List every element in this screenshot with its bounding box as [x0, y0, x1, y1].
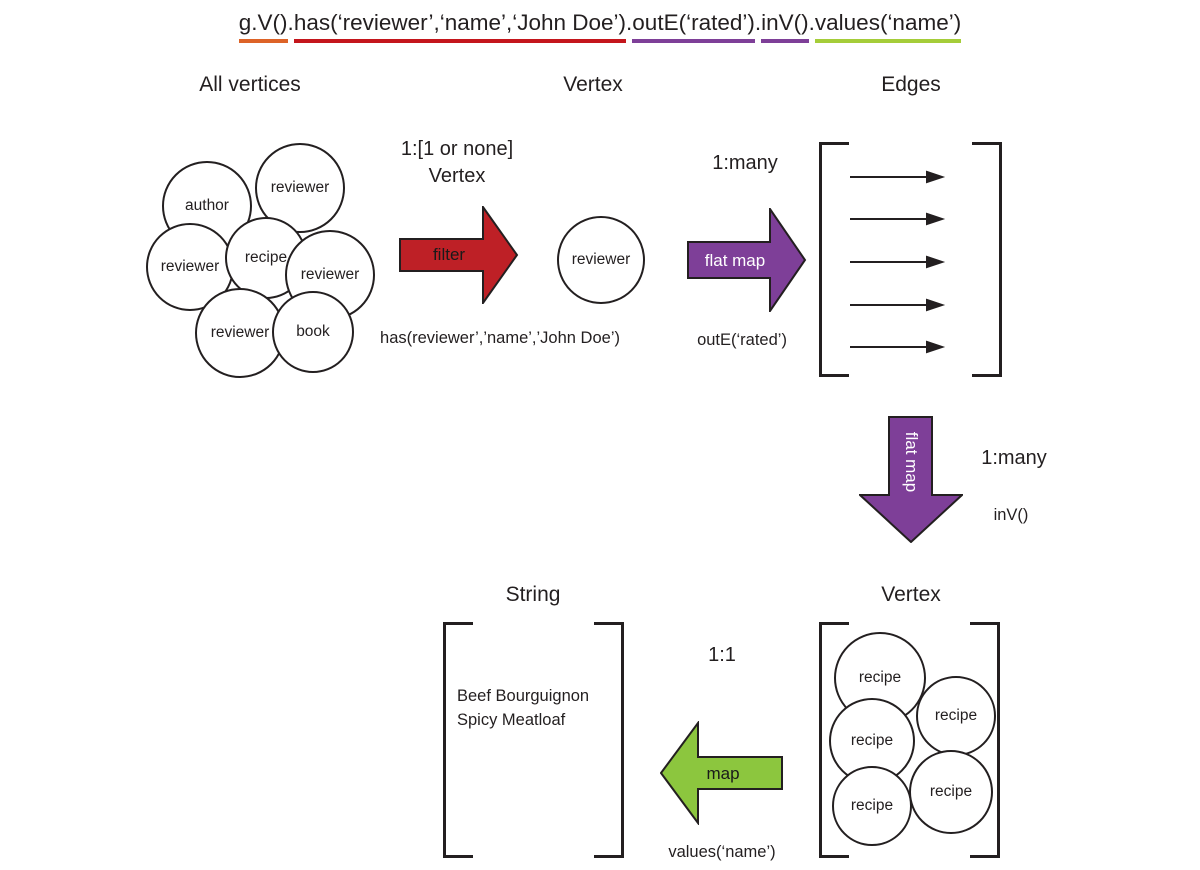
query-segment-dot: .	[626, 10, 633, 35]
filter-arrow	[399, 206, 519, 304]
has-step-code: has(reviewer’,’name’,’John Doe’)	[380, 329, 620, 347]
edges-heading: Edges	[881, 73, 941, 96]
string-heading: String	[505, 583, 561, 606]
edge-arrow-icon	[926, 298, 946, 312]
vertex-bracket-left	[819, 622, 849, 858]
oute-step-code: outE(‘rated’)	[697, 331, 787, 349]
vertex-node-reviewer-1: reviewer	[255, 143, 345, 233]
flatmap-arrow-inv	[859, 416, 963, 543]
query-segment-dot: .	[808, 10, 815, 35]
edges-bracket-left	[819, 142, 849, 377]
query-segment-oute: outE(‘rated’)	[632, 10, 755, 43]
edge-arrow-icon	[926, 170, 946, 184]
query-title: g.V().has(‘reviewer’,‘name’,‘John Doe’).…	[0, 10, 1200, 43]
oute-cardinality: 1:many	[712, 152, 778, 174]
edge-arrow-icon	[926, 212, 946, 226]
vertex-heading-bottom: Vertex	[881, 583, 941, 606]
query-segment-values: values(‘name’)	[814, 10, 962, 43]
filter-cardinality: 1:[1 or none]	[400, 138, 514, 160]
all-vertices-heading: All vertices	[199, 73, 301, 96]
string-result-line: Spicy Meatloaf	[457, 711, 566, 729]
values-step-code: values(‘name’)	[668, 843, 776, 861]
string-bracket-right	[594, 622, 624, 858]
string-bracket-left	[443, 622, 473, 858]
filter-arrow-label: filter	[432, 245, 466, 264]
query-segment-dot: .	[287, 10, 294, 35]
edge-arrow-icon	[926, 340, 946, 354]
inv-cardinality: 1:many	[981, 447, 1047, 469]
edges-bracket-right	[972, 142, 1002, 377]
flatmap-arrow-oute	[687, 208, 807, 312]
edge-arrows	[850, 170, 946, 354]
vertex-node-reviewer-single: reviewer	[557, 216, 645, 304]
vertex-node-recipe-right: recipe	[916, 676, 996, 756]
flatmap-oute-label: flat map	[704, 251, 766, 270]
map-arrow-label: map	[706, 764, 740, 783]
string-result-line: Beef Bourguignon	[457, 687, 590, 705]
vertex-node-recipe-bottomleft: recipe	[832, 766, 912, 846]
query-segment-inv: inV()	[761, 10, 809, 43]
filter-result-type: Vertex	[428, 165, 486, 187]
query-segment-dot: .	[754, 10, 762, 35]
edge-arrow-icon	[926, 255, 946, 269]
string-result-values: Beef Bourguignon Spicy Meatloaf	[457, 684, 589, 732]
vertex-node-recipe-bottomright: recipe	[909, 750, 993, 834]
flatmap-inv-label: flat map	[902, 431, 921, 493]
query-segment-gv: g.V()	[238, 10, 288, 43]
map-arrow	[660, 721, 783, 825]
values-cardinality: 1:1	[708, 644, 736, 666]
vertex-heading-top: Vertex	[563, 73, 623, 96]
query-segment-has: has(‘reviewer’,‘name’,‘John Doe’)	[293, 10, 627, 43]
vertex-bracket-right	[970, 622, 1000, 858]
vertex-node-book: book	[272, 291, 354, 373]
inv-step-code: inV()	[993, 506, 1029, 524]
